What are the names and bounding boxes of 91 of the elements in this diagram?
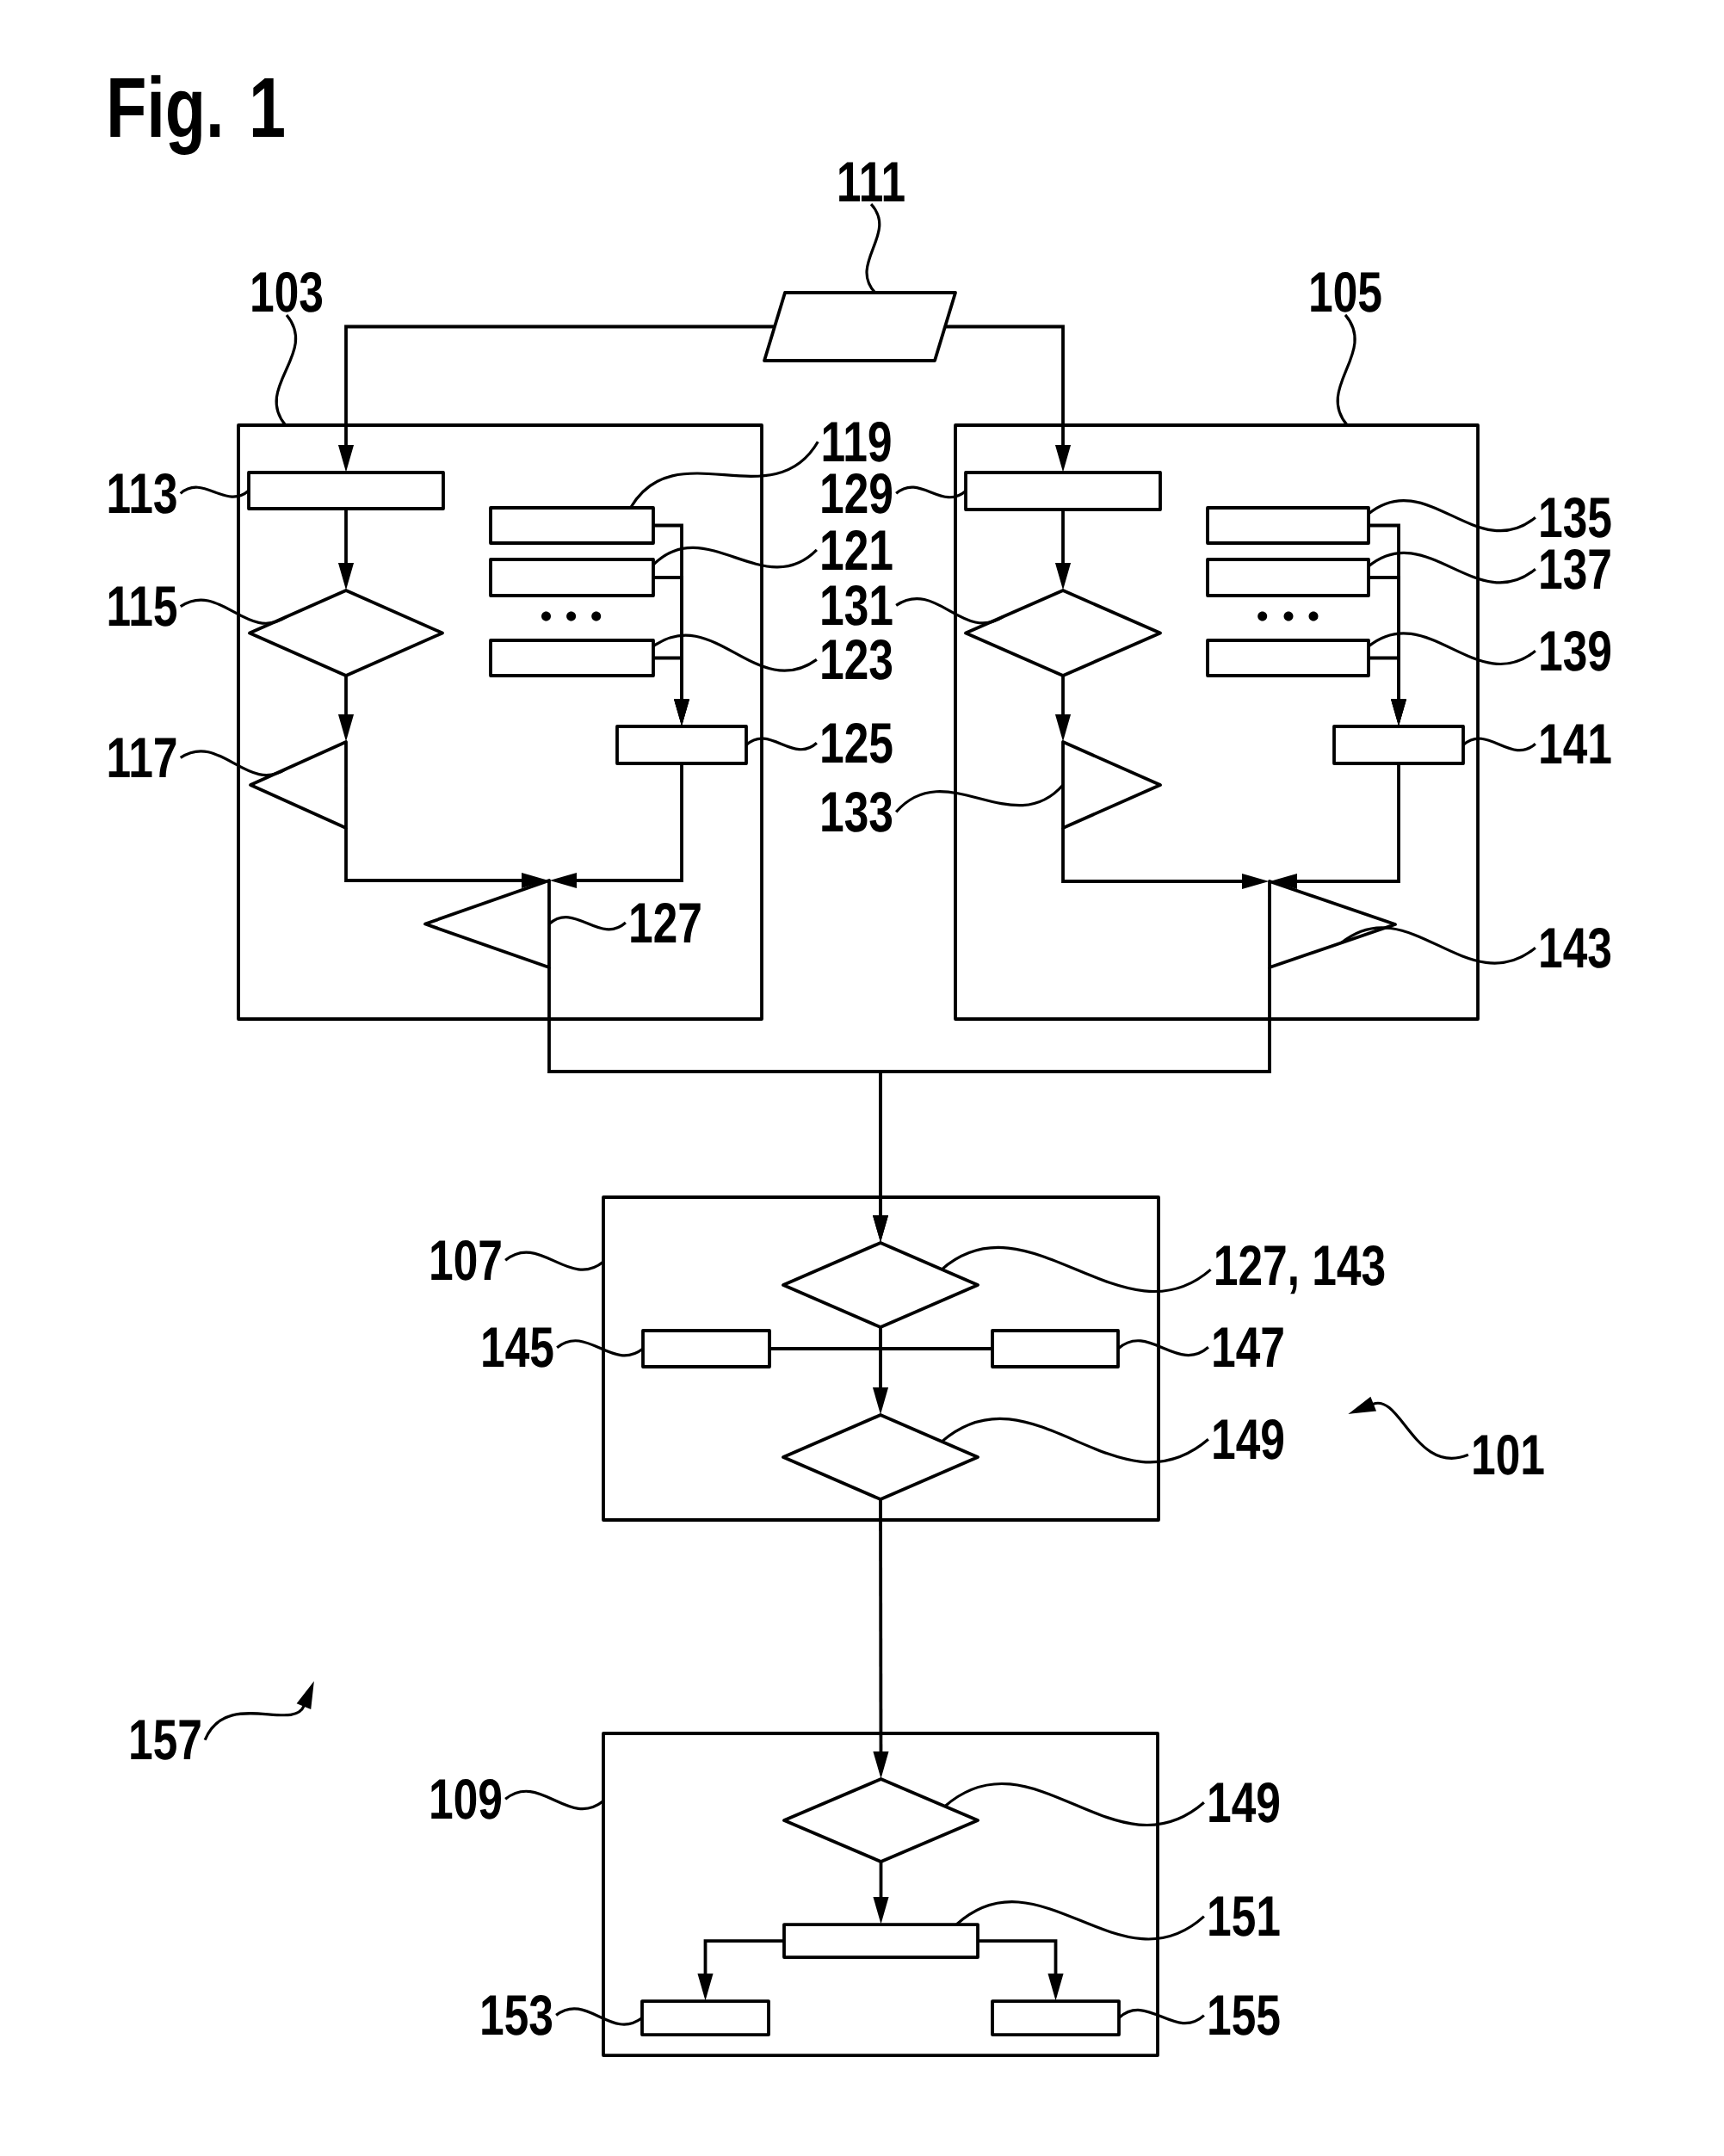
leader-line <box>179 485 250 498</box>
reference-numeral: 147 <box>1214 1327 1283 1367</box>
reference-numeral: 113 <box>108 473 176 514</box>
triangle-symbol <box>1268 880 1397 969</box>
step-box <box>1206 639 1370 677</box>
triangle-symbol <box>1061 740 1162 830</box>
leader-line <box>180 750 287 777</box>
reference-numeral: 115 <box>108 586 177 627</box>
reference-numeral: 155 <box>1209 1995 1280 2036</box>
leader-line <box>1368 499 1536 532</box>
reference-numeral: 111 <box>839 162 905 201</box>
reference-numeral: 145 <box>483 1327 553 1368</box>
reference-numeral: 141 <box>1541 724 1611 763</box>
reference-numeral: 153 <box>482 1994 553 2036</box>
leader-line <box>1462 737 1536 752</box>
reference-numeral: 143 <box>1541 927 1611 968</box>
step-box <box>615 725 748 765</box>
reference-numeral: 125 <box>822 722 893 763</box>
frame-box <box>602 1195 1160 1522</box>
reference-numeral: 127, 143 <box>1216 1245 1385 1294</box>
step-box <box>489 506 655 545</box>
leader-line <box>504 1789 604 1810</box>
leader-line <box>895 783 1065 813</box>
step-box <box>1206 506 1370 545</box>
leader-line <box>504 1251 604 1271</box>
frame-box <box>237 423 763 1021</box>
reference-numeral: 151 <box>1209 1896 1280 1937</box>
reference-numeral: 133 <box>822 791 893 832</box>
step-box <box>964 471 1162 511</box>
leader-line <box>1340 926 1536 965</box>
leader-line <box>865 203 881 293</box>
reference-numeral: 127 <box>631 902 701 942</box>
decision-diamond <box>964 589 1162 677</box>
decision-diamond <box>782 1241 979 1329</box>
reference-numeral: 123 <box>822 639 893 680</box>
reference-numeral: 149 <box>1214 1418 1283 1460</box>
reference-numeral: 135 <box>1541 497 1611 538</box>
reference-numeral: 103 <box>252 271 323 312</box>
leader-line <box>943 1782 1205 1826</box>
frame-box <box>954 423 1480 1021</box>
step-box <box>247 471 445 510</box>
connector-line <box>769 1347 992 1350</box>
input-parallelogram <box>763 291 957 362</box>
leader-line <box>629 441 819 509</box>
leader-line <box>180 598 287 625</box>
step-box <box>1332 725 1465 765</box>
step-box <box>782 1923 979 1959</box>
leader-line <box>1117 1339 1209 1356</box>
leader-line <box>1118 2009 1205 2025</box>
reference-numeral: 101 <box>1474 1434 1544 1475</box>
step-box <box>991 1999 1121 2036</box>
reference-numeral: 109 <box>431 1778 501 1819</box>
triangle-symbol <box>249 740 348 830</box>
reference-numeral: 119 <box>823 421 891 462</box>
reference-numeral: 131 <box>822 584 893 626</box>
leader-line <box>275 314 297 426</box>
reference-numeral: 129 <box>822 473 892 514</box>
reference-numeral: 157 <box>131 1720 201 1760</box>
reference-numeral: 117 <box>108 738 176 777</box>
leader-line <box>548 916 627 931</box>
leader-line <box>895 485 967 499</box>
leader-line <box>1368 552 1536 584</box>
figure-title: Fig. 1 <box>110 75 284 155</box>
leader-line <box>556 1339 644 1357</box>
step-box <box>489 639 655 677</box>
reference-numeral: 121 <box>822 529 893 570</box>
leader-line <box>1336 313 1356 426</box>
leader-line <box>652 546 818 569</box>
leader-line <box>652 633 818 672</box>
decision-diamond <box>782 1777 979 1863</box>
leader-line <box>941 1246 1212 1293</box>
step-box <box>640 1999 770 2036</box>
step-box <box>489 558 655 597</box>
step-box <box>1206 558 1370 597</box>
frame-box <box>602 1732 1159 2057</box>
leader-line <box>745 737 818 751</box>
decision-diamond <box>248 589 444 677</box>
reference-numeral: 137 <box>1541 548 1610 590</box>
reference-numeral: 105 <box>1311 271 1381 312</box>
leader-line <box>895 597 1004 625</box>
reference-numeral: 139 <box>1541 630 1611 671</box>
leader-line <box>955 1900 1205 1941</box>
step-box <box>991 1329 1120 1368</box>
leader-line <box>555 2007 643 2026</box>
reference-numeral: 149 <box>1209 1782 1279 1823</box>
decision-diamond <box>782 1413 979 1501</box>
leader-line <box>1368 632 1536 665</box>
reference-numeral: 107 <box>431 1239 501 1281</box>
triangle-symbol <box>423 879 551 969</box>
step-box <box>641 1329 771 1368</box>
leader-line <box>941 1418 1209 1463</box>
